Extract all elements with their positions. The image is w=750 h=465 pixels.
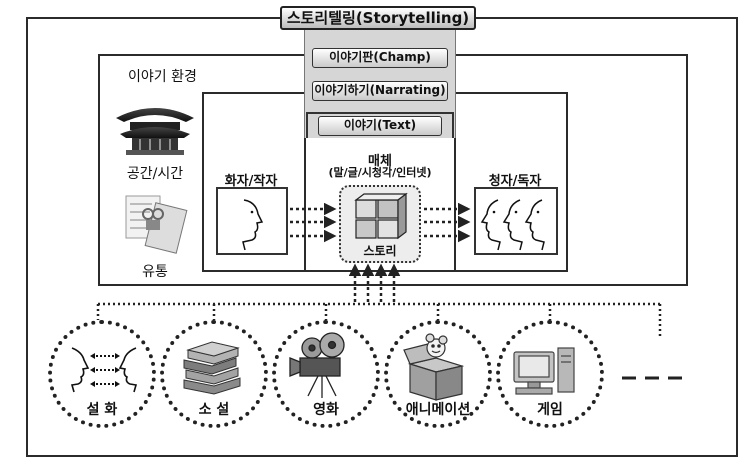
genre-label-animation: 애니메이션 bbox=[405, 402, 471, 418]
genre-to-story-arrows bbox=[348, 263, 401, 302]
folktale-circle: 설 화 bbox=[48, 320, 156, 428]
speaker-box bbox=[216, 187, 288, 255]
genre-label-novel: 소 설 bbox=[198, 402, 230, 418]
medium-to-audience-arrows bbox=[424, 202, 471, 243]
genre-label-game: 게임 bbox=[537, 402, 563, 418]
computer-icon bbox=[513, 347, 575, 395]
speaker-eye bbox=[250, 210, 254, 214]
audience-eyes bbox=[492, 210, 540, 214]
narrating-pill: 이야기하기(Narrating) bbox=[312, 81, 448, 101]
genre-label-folktale: 설 화 bbox=[86, 402, 118, 418]
space-time-label: 공간/시간 bbox=[126, 166, 184, 182]
genre-connector-lines bbox=[96, 302, 662, 336]
folktale-icon bbox=[70, 347, 138, 393]
story-label: 스토리 bbox=[363, 244, 397, 258]
champ-pill: 이야기판(Champ) bbox=[312, 48, 448, 68]
animation-box-icon bbox=[403, 333, 465, 401]
storytelling-title: 스토리텔링(Storytelling) bbox=[280, 6, 476, 30]
story-cubes-icon bbox=[354, 192, 408, 240]
text-layer-bracket bbox=[306, 112, 454, 138]
books-icon bbox=[183, 341, 241, 395]
text-pill: 이야기(Text) bbox=[318, 116, 442, 136]
pagoda-icon bbox=[116, 108, 194, 155]
environment-label: 이야기 환경 bbox=[128, 69, 197, 85]
speaker-face-icon bbox=[242, 199, 264, 251]
novel-circle: 소 설 bbox=[160, 320, 268, 428]
audience-faces-icon bbox=[480, 199, 545, 251]
film-camera-icon bbox=[289, 332, 345, 398]
folktale-arrows bbox=[92, 355, 118, 385]
medium-subtitle: (말/글/시청각/인터넷) bbox=[328, 166, 432, 179]
distribution-label: 유통 bbox=[142, 264, 168, 280]
distribution-icon bbox=[125, 195, 188, 254]
speaker-to-medium-arrows bbox=[290, 202, 337, 243]
genre-label-film: 영화 bbox=[313, 402, 339, 418]
audience-label: 청자/독자 bbox=[488, 174, 542, 189]
speaker-label: 화자/작자 bbox=[224, 174, 278, 189]
medium-title: 매체 bbox=[368, 154, 392, 169]
